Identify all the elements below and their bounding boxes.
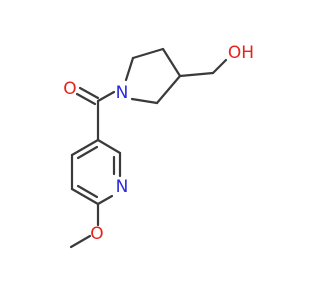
- o-methyl-bond: [69, 234, 92, 249]
- pyrrolidine-nitrogen-label: N: [116, 83, 129, 103]
- carbonyl-bond-a: [78, 86, 100, 100]
- chemical-structure-diagram: O N OH N O: [0, 0, 300, 300]
- pyridine-bond-c4-c3-inner: [76, 145, 99, 160]
- pyridine-bond-c3-c2: [96, 138, 122, 155]
- pyridine-bond-n1-c6: [96, 194, 114, 206]
- pyrrolidine-bond-n-c2: [124, 56, 135, 82]
- pyridine-bond-c6-c5: [70, 187, 100, 206]
- pyridine-bond-c6-c5-inner: [76, 184, 99, 199]
- pyrrolidine-bond-c2-c3: [131, 47, 165, 60]
- molecule-canvas: O N OH N O: [0, 0, 300, 300]
- pyridine-nitrogen-label: N: [116, 177, 129, 197]
- carbonyl-n-bond: [96, 90, 116, 103]
- pyrrolidine-bond-c3-c4: [161, 47, 182, 78]
- pyrrolidine-bond-c5-n: [130, 97, 159, 105]
- pyrrolidine-bond-c4-c5: [155, 74, 182, 105]
- methoxy-oxygen-label: O: [90, 224, 103, 244]
- carbonyl-oxygen-label: O: [63, 79, 76, 99]
- bonds: [69, 47, 228, 249]
- background: [0, 0, 300, 300]
- pyridine-bond-c4-c3: [70, 138, 100, 157]
- hydroxyl-label: OH: [228, 43, 254, 63]
- carbonyl-bond-b: [75, 92, 97, 106]
- c-oh-bond: [211, 58, 228, 75]
- hydroxymethyl-bond: [178, 71, 215, 78]
